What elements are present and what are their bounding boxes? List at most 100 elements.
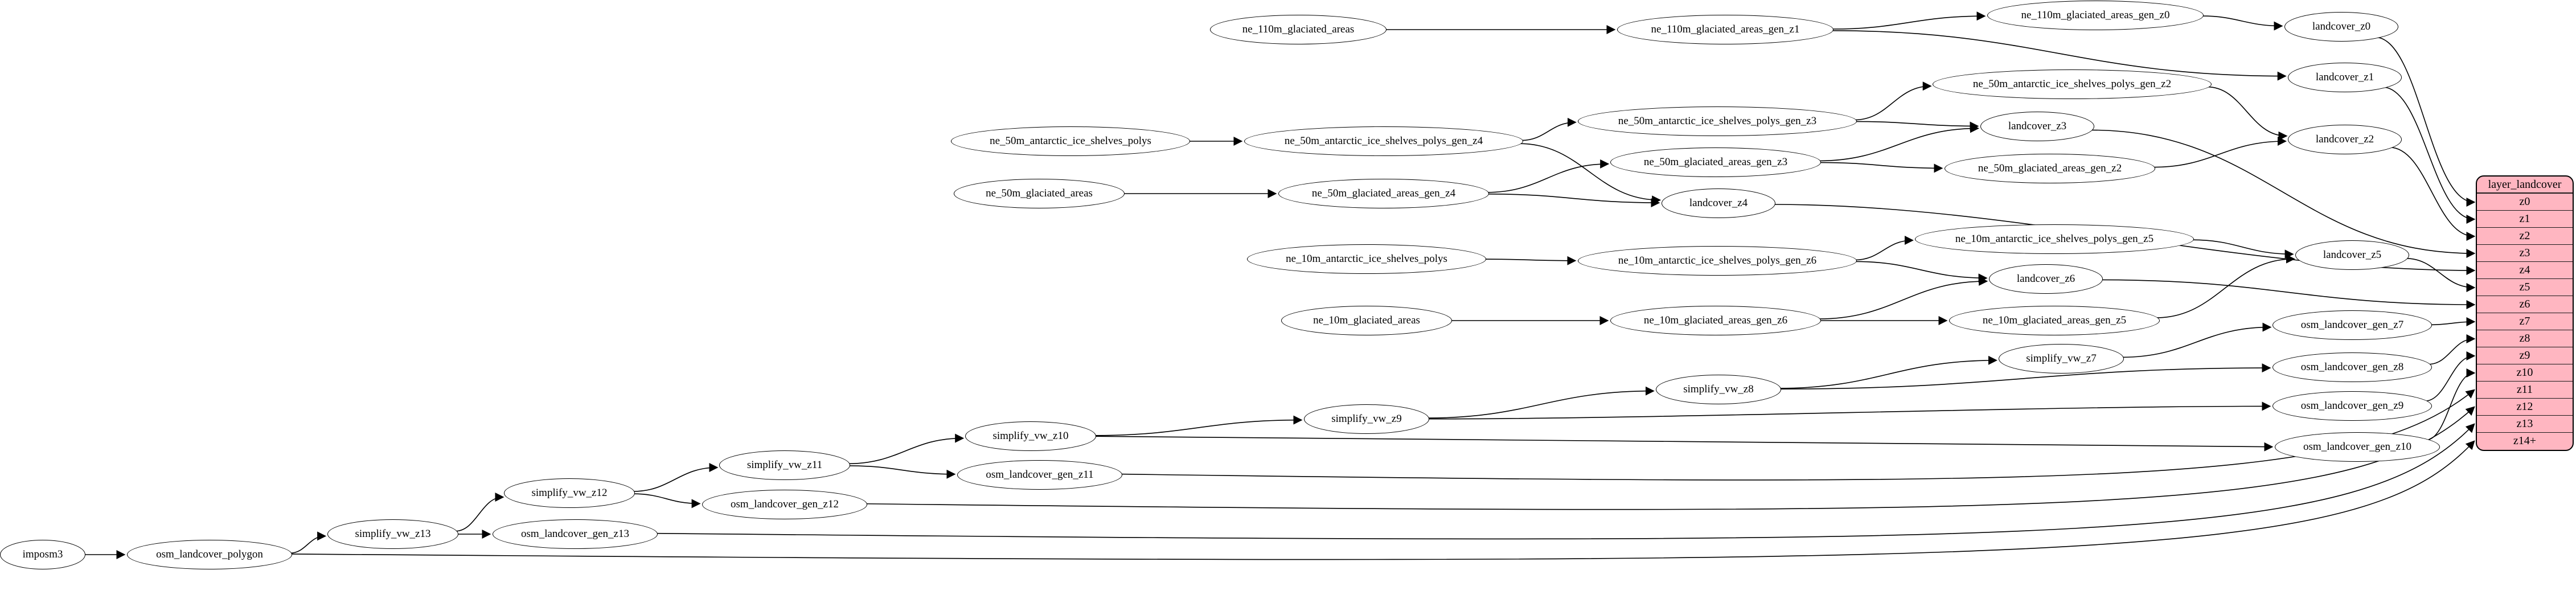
node-ne_50m_antarctic_ice_shelves_polys: ne_50m_antarctic_ice_shelves_polys bbox=[951, 126, 1190, 156]
node-osm_landcover_polygon: osm_landcover_polygon bbox=[127, 540, 292, 569]
table-row-z12: z12 bbox=[2477, 399, 2573, 416]
node-osm_landcover_gen_z7: osm_landcover_gen_z7 bbox=[2273, 310, 2432, 340]
table-row-z8: z8 bbox=[2477, 330, 2573, 347]
edge-ne_10m_glaciated_areas_gen_z6-to-landcover_z6 bbox=[1818, 276, 1988, 319]
node-simplify_vw_z10: simplify_vw_z10 bbox=[965, 421, 1096, 451]
edge-simplify_vw_z9-to-simplify_vw_z8 bbox=[1427, 386, 1655, 419]
table-row-z2: z2 bbox=[2477, 228, 2573, 245]
edge-landcover_z0-to-z0 bbox=[2374, 36, 2476, 207]
node-osm_landcover_gen_z9: osm_landcover_gen_z9 bbox=[2273, 391, 2432, 421]
edge-ne_50m_antarctic_ice_shelves_polys_gen_z4-to-ne_50m_antarctic_ice_shelves_polys_gen_z3 bbox=[1521, 117, 1577, 141]
node-ne_10m_glaciated_areas_gen_z5: ne_10m_glaciated_areas_gen_z5 bbox=[1949, 306, 2160, 335]
edge-ne_10m_glaciated_areas_gen_z5-to-landcover_z5 bbox=[2155, 254, 2295, 318]
node-simplify_vw_z11: simplify_vw_z11 bbox=[719, 450, 850, 480]
node-ne_10m_antarctic_ice_shelves_polys: ne_10m_antarctic_ice_shelves_polys bbox=[1247, 244, 1486, 274]
edge-ne_50m_glaciated_areas_gen_z3-to-ne_50m_glaciated_areas_gen_z2 bbox=[1819, 162, 1943, 173]
edge-simplify_vw_z10-to-simplify_vw_z9 bbox=[1094, 415, 1303, 436]
node-ne_10m_antarctic_ice_shelves_polys_gen_z5: ne_10m_antarctic_ice_shelves_polys_gen_z… bbox=[1915, 224, 2194, 254]
node-simplify_vw_z9: simplify_vw_z9 bbox=[1304, 404, 1429, 434]
edge-ne_50m_antarctic_ice_shelves_polys_gen_z2-to-landcover_z2 bbox=[2207, 86, 2288, 141]
node-ne_50m_glaciated_areas_gen_z3: ne_50m_glaciated_areas_gen_z3 bbox=[1610, 147, 1821, 177]
node-osm_landcover_gen_z13: osm_landcover_gen_z13 bbox=[493, 519, 658, 549]
edge-ne_50m_glaciated_areas_gen_z3-to-landcover_z3 bbox=[1818, 124, 1979, 162]
edge-landcover_z2-to-z2 bbox=[2389, 146, 2476, 241]
node-landcover_z3: landcover_z3 bbox=[1980, 112, 2094, 141]
edge-osm_landcover_gen_z11-to-z11 bbox=[1120, 389, 2475, 481]
edge-ne_10m_antarctic_ice_shelves_polys_gen_z6-to-landcover_z6 bbox=[1855, 261, 1988, 283]
edge-osm_landcover_gen_z7-to-z7 bbox=[2430, 317, 2476, 327]
table-title: layer_landcover bbox=[2477, 177, 2573, 194]
edge-landcover_z1-to-z1 bbox=[2382, 87, 2476, 224]
node-ne_110m_glaciated_areas_gen_z1: ne_110m_glaciated_areas_gen_z1 bbox=[1617, 15, 1833, 44]
node-simplify_vw_z8: simplify_vw_z8 bbox=[1656, 375, 1781, 404]
edge-simplify_vw_z8-to-simplify_vw_z7 bbox=[1779, 355, 1997, 389]
table-row-z1: z1 bbox=[2477, 211, 2573, 228]
edge-simplify_vw_z11-to-simplify_vw_z10 bbox=[848, 433, 965, 465]
edge-osm_landcover_gen_z10-to-z10 bbox=[2426, 368, 2476, 441]
table-row-z4: z4 bbox=[2477, 262, 2573, 279]
table-row-z9: z9 bbox=[2477, 347, 2573, 364]
node-ne_10m_antarctic_ice_shelves_polys_gen_z6: ne_10m_antarctic_ice_shelves_polys_gen_z… bbox=[1578, 246, 1857, 276]
node-ne_10m_glaciated_areas_gen_z6: ne_10m_glaciated_areas_gen_z6 bbox=[1610, 306, 1821, 335]
node-landcover_z4: landcover_z4 bbox=[1662, 188, 1775, 218]
node-simplify_vw_z13: simplify_vw_z13 bbox=[327, 519, 458, 549]
table-row-z5: z5 bbox=[2477, 279, 2573, 296]
edge-ne_110m_glaciated_areas_gen_z1-to-ne_110m_glaciated_areas_gen_z0 bbox=[1831, 11, 1986, 30]
table-row-z10: z10 bbox=[2477, 364, 2573, 382]
node-ne_10m_glaciated_areas: ne_10m_glaciated_areas bbox=[1281, 306, 1452, 335]
edge-landcover_z6-to-z6 bbox=[2101, 279, 2476, 309]
node-ne_50m_antarctic_ice_shelves_polys_gen_z3: ne_50m_antarctic_ice_shelves_polys_gen_z… bbox=[1578, 106, 1857, 136]
node-landcover_z6: landcover_z6 bbox=[1989, 264, 2103, 294]
table-row-z6: z6 bbox=[2477, 296, 2573, 313]
node-ne_50m_glaciated_areas: ne_50m_glaciated_areas bbox=[954, 179, 1125, 208]
node-ne_50m_antarctic_ice_shelves_polys_gen_z4: ne_50m_antarctic_ice_shelves_polys_gen_z… bbox=[1244, 126, 1523, 156]
table-row-z3: z3 bbox=[2477, 245, 2573, 262]
edge-ne_50m_glaciated_areas_gen_z2-to-landcover_z2 bbox=[2153, 137, 2287, 168]
edge-ne_110m_glaciated_areas_gen_z0-to-landcover_z0 bbox=[2201, 15, 2283, 31]
node-ne_50m_glaciated_areas_gen_z2: ne_50m_glaciated_areas_gen_z2 bbox=[1945, 154, 2155, 183]
node-simplify_vw_z12: simplify_vw_z12 bbox=[504, 478, 635, 508]
edge-simplify_vw_z7-to-osm_landcover_gen_z7 bbox=[2122, 322, 2272, 358]
edge-ne_10m_antarctic_ice_shelves_polys-to-ne_10m_antarctic_ice_shelves_polys_gen_z6 bbox=[1484, 256, 1577, 265]
edge-simplify_vw_z12-to-simplify_vw_z11 bbox=[633, 463, 719, 492]
edge-simplify_vw_z12-to-osm_landcover_gen_z12 bbox=[633, 493, 701, 509]
edge-osm_landcover_gen_z13-to-z13 bbox=[655, 423, 2475, 540]
edge-ne_50m_glaciated_areas_gen_z4-to-ne_50m_glaciated_areas_gen_z3 bbox=[1487, 159, 1610, 193]
edge-osm_landcover_polygon-to-simplify_vw_z13 bbox=[290, 531, 327, 554]
edge-landcover_z5-to-z5 bbox=[2405, 258, 2476, 292]
node-ne_50m_glaciated_areas_gen_z4: ne_50m_glaciated_areas_gen_z4 bbox=[1278, 179, 1489, 208]
edge-ne_50m_antarctic_ice_shelves_polys_gen_z4-to-landcover_z4 bbox=[1519, 143, 1662, 205]
edge-simplify_vw_z9-to-osm_landcover_gen_z9 bbox=[1427, 401, 2271, 420]
node-ne_110m_glaciated_areas: ne_110m_glaciated_areas bbox=[1210, 15, 1387, 44]
edge-simplify_vw_z13-to-simplify_vw_z12 bbox=[455, 493, 504, 532]
edge-simplify_vw_z11-to-osm_landcover_gen_z11 bbox=[848, 465, 956, 479]
edge-ne_50m_glaciated_areas_gen_z4-to-landcover_z4 bbox=[1487, 193, 1660, 208]
node-landcover_z2: landcover_z2 bbox=[2288, 125, 2402, 154]
table-row-z11: z11 bbox=[2477, 382, 2573, 399]
edge-osm_landcover_gen_z9-to-z9 bbox=[2424, 351, 2476, 402]
edge-ne_10m_antarctic_ice_shelves_polys_gen_z5-to-landcover_z5 bbox=[2192, 239, 2294, 259]
edge-ne_110m_glaciated_areas_gen_z1-to-landcover_z1 bbox=[1831, 30, 2287, 81]
node-ne_110m_glaciated_areas_gen_z0: ne_110m_glaciated_areas_gen_z0 bbox=[1987, 1, 2204, 30]
node-osm_landcover_gen_z11: osm_landcover_gen_z11 bbox=[957, 460, 1122, 490]
table-row-z7: z7 bbox=[2477, 313, 2573, 330]
node-imposm3: imposm3 bbox=[0, 540, 85, 569]
table-row-z14+: z14+ bbox=[2513, 434, 2537, 447]
table-row-z13: z13 bbox=[2477, 416, 2573, 433]
edge-osm_landcover_polygon-to-z14+ bbox=[290, 440, 2475, 560]
edge-simplify_vw_z8-to-osm_landcover_gen_z8 bbox=[1779, 363, 2271, 389]
node-landcover_z1: landcover_z1 bbox=[2288, 63, 2402, 92]
edge-simplify_vw_z10-to-osm_landcover_gen_z10 bbox=[1094, 436, 2274, 452]
edge-ne_50m_antarctic_ice_shelves_polys_gen_z3-to-ne_50m_antarctic_ice_shelves_polys_gen_z2 bbox=[1854, 81, 1932, 121]
edge-landcover_z3-to-z3 bbox=[2090, 129, 2476, 258]
edge-osm_landcover_gen_z12-to-z12 bbox=[865, 406, 2475, 510]
node-landcover_z0: landcover_z0 bbox=[2284, 12, 2398, 42]
node-simplify_vw_z7: simplify_vw_z7 bbox=[1999, 344, 2124, 374]
edge-ne_10m_antarctic_ice_shelves_polys_gen_z6-to-ne_10m_antarctic_ice_shelves_polys_gen_z5 bbox=[1855, 236, 1914, 261]
edge-ne_50m_antarctic_ice_shelves_polys_gen_z3-to-landcover_z3 bbox=[1855, 121, 1979, 131]
node-landcover_z5: landcover_z5 bbox=[2295, 240, 2409, 270]
